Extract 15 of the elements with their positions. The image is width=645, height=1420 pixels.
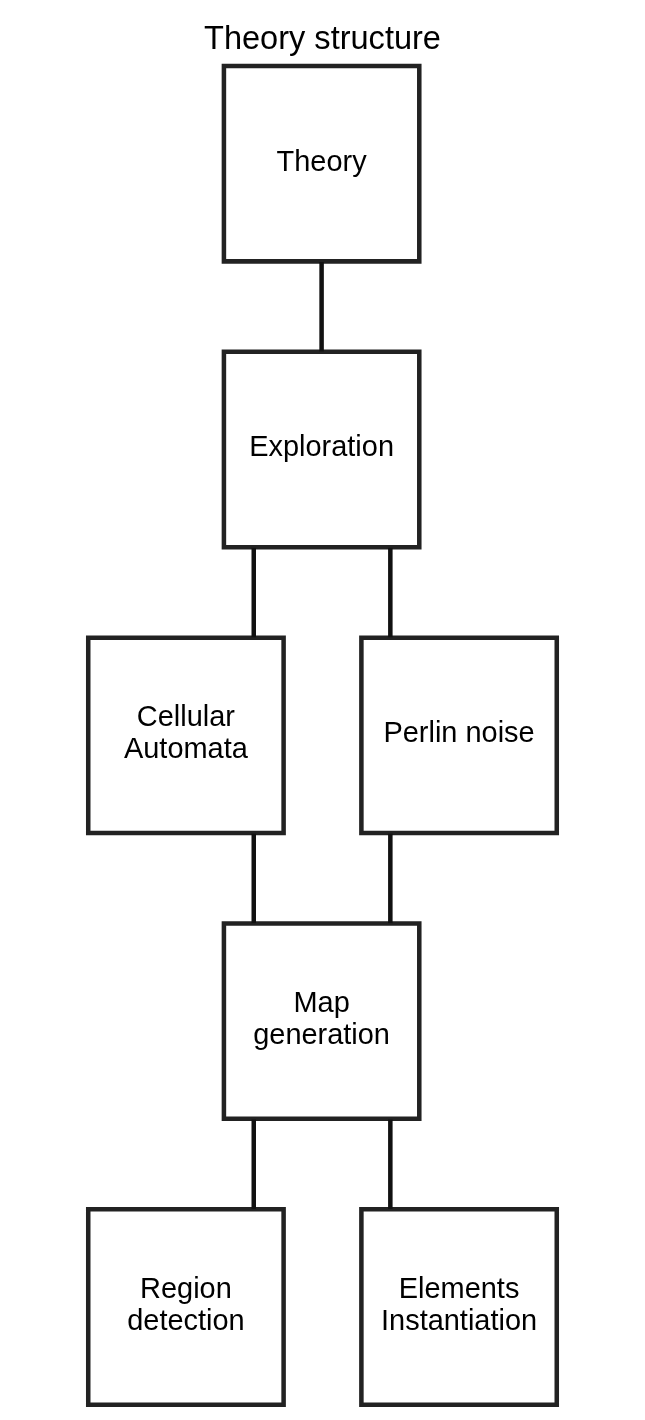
connector: [251, 547, 256, 638]
node-box: Cellular Automata: [85, 635, 286, 836]
node-box: Perlin noise: [359, 635, 559, 836]
node-box: Region detection: [85, 1207, 286, 1407]
node-box: Map generation: [221, 921, 422, 1122]
connector: [319, 262, 324, 352]
node-box: Exploration: [221, 349, 422, 550]
connector: [388, 1119, 393, 1209]
connector: [251, 833, 256, 924]
diagram-title: Theory structure: [204, 19, 441, 56]
node-box: Theory: [221, 63, 422, 264]
connector: [388, 547, 393, 638]
node-box: Elements Instantiation: [359, 1207, 559, 1407]
connector: [251, 1119, 256, 1209]
connector: [388, 833, 393, 924]
